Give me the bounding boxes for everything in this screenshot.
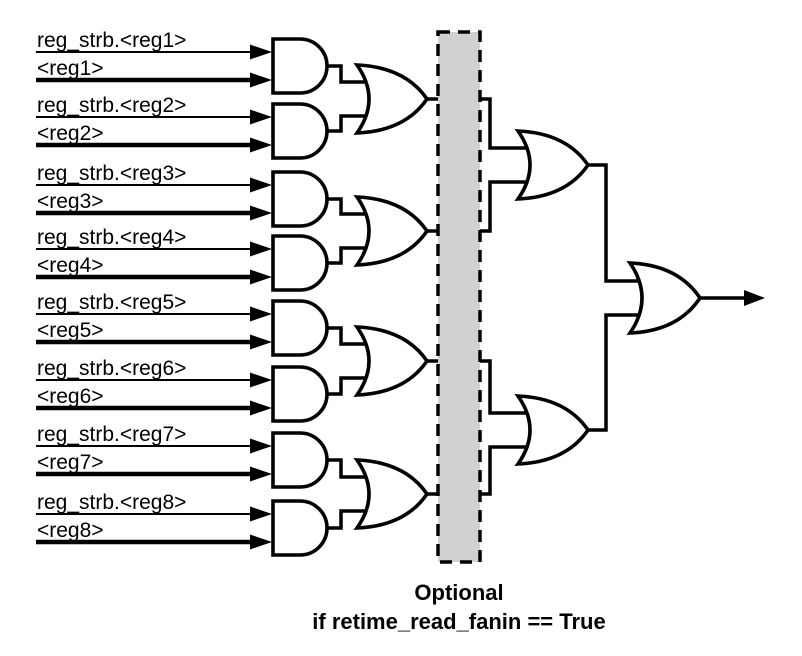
and-gate-4: [271, 234, 329, 292]
or-gate-stage3-2: [514, 394, 591, 466]
and-gate-5: [271, 299, 329, 357]
wire: [327, 326, 370, 346]
input-label-value-1: <reg1>: [37, 57, 104, 80]
or-gate-stage2-2: [353, 195, 430, 267]
or-gates-stage2: [353, 63, 430, 530]
input-label-strobe-3: reg_strb.<reg3>: [37, 162, 186, 185]
and-gate-3: [271, 170, 329, 228]
arrowhead-icon: [250, 534, 272, 550]
caption-line-2: if retime_read_fanin == True: [312, 609, 605, 634]
or-gate-stage2-4: [353, 458, 430, 530]
arrowhead-icon: [250, 306, 272, 322]
and-gate-8: [271, 499, 329, 557]
arrowhead-icon: [250, 241, 272, 257]
arrowhead-icon: [250, 506, 272, 522]
input-label-strobe-2: reg_strb.<reg2>: [37, 94, 186, 117]
arrowhead-icon: [250, 72, 272, 88]
optional-region-box: [436, 30, 482, 564]
input-label-value-3: <reg3>: [37, 190, 104, 213]
wire: [588, 313, 644, 432]
and-gate-1: [271, 37, 329, 95]
and-gate-2: [271, 102, 329, 160]
wire: [327, 64, 370, 84]
arrowhead-icon: [250, 466, 272, 482]
caption-line-1: Optional: [414, 580, 503, 605]
wire: [588, 163, 644, 283]
input-label-strobe-1: reg_strb.<reg1>: [37, 29, 186, 52]
and-gate-7: [271, 431, 329, 489]
input-label-value-2: <reg2>: [37, 122, 104, 145]
input-label-value-7: <reg7>: [37, 451, 104, 474]
wire: [327, 197, 370, 216]
or-gate-stage2-1: [353, 63, 430, 135]
wire: [327, 114, 370, 133]
arrowhead-icon: [250, 372, 272, 388]
arrowhead-icon: [250, 269, 272, 285]
arrowhead-icon: [250, 334, 272, 350]
arrowhead-icon: [250, 109, 272, 125]
arrowhead-icon: [250, 400, 272, 416]
input-labels: reg_strb.<reg1> <reg1> reg_strb.<reg2> <…: [37, 29, 186, 542]
wire: [327, 376, 370, 396]
wire: [327, 246, 370, 265]
input-label-value-5: <reg5>: [37, 319, 104, 342]
or-gates-stage3: [514, 129, 591, 466]
arrowhead-icon: [250, 137, 272, 153]
or-gate-output: [626, 261, 703, 335]
arrowhead-icon: [250, 177, 272, 193]
input-label-strobe-6: reg_strb.<reg6>: [37, 357, 186, 380]
input-label-value-8: <reg8>: [37, 519, 104, 542]
wire: [327, 458, 370, 479]
input-label-value-4: <reg4>: [37, 254, 104, 277]
or-gate-stage3-1: [514, 129, 591, 201]
and-gate-6: [271, 365, 329, 423]
wire: [327, 509, 370, 530]
and-gates: [271, 37, 329, 557]
input-label-strobe-7: reg_strb.<reg7>: [37, 423, 186, 446]
arrowhead-icon: [250, 205, 272, 221]
input-lines: [36, 44, 272, 550]
arrowhead-icon: [250, 438, 272, 454]
input-label-strobe-5: reg_strb.<reg5>: [37, 291, 186, 314]
input-label-value-6: <reg6>: [37, 385, 104, 408]
output-arrowhead-icon: [744, 290, 765, 306]
input-label-strobe-4: reg_strb.<reg4>: [37, 226, 186, 249]
input-label-strobe-8: reg_strb.<reg8>: [37, 491, 186, 514]
or-gate-stage2-3: [353, 325, 430, 397]
arrowhead-icon: [250, 44, 272, 60]
